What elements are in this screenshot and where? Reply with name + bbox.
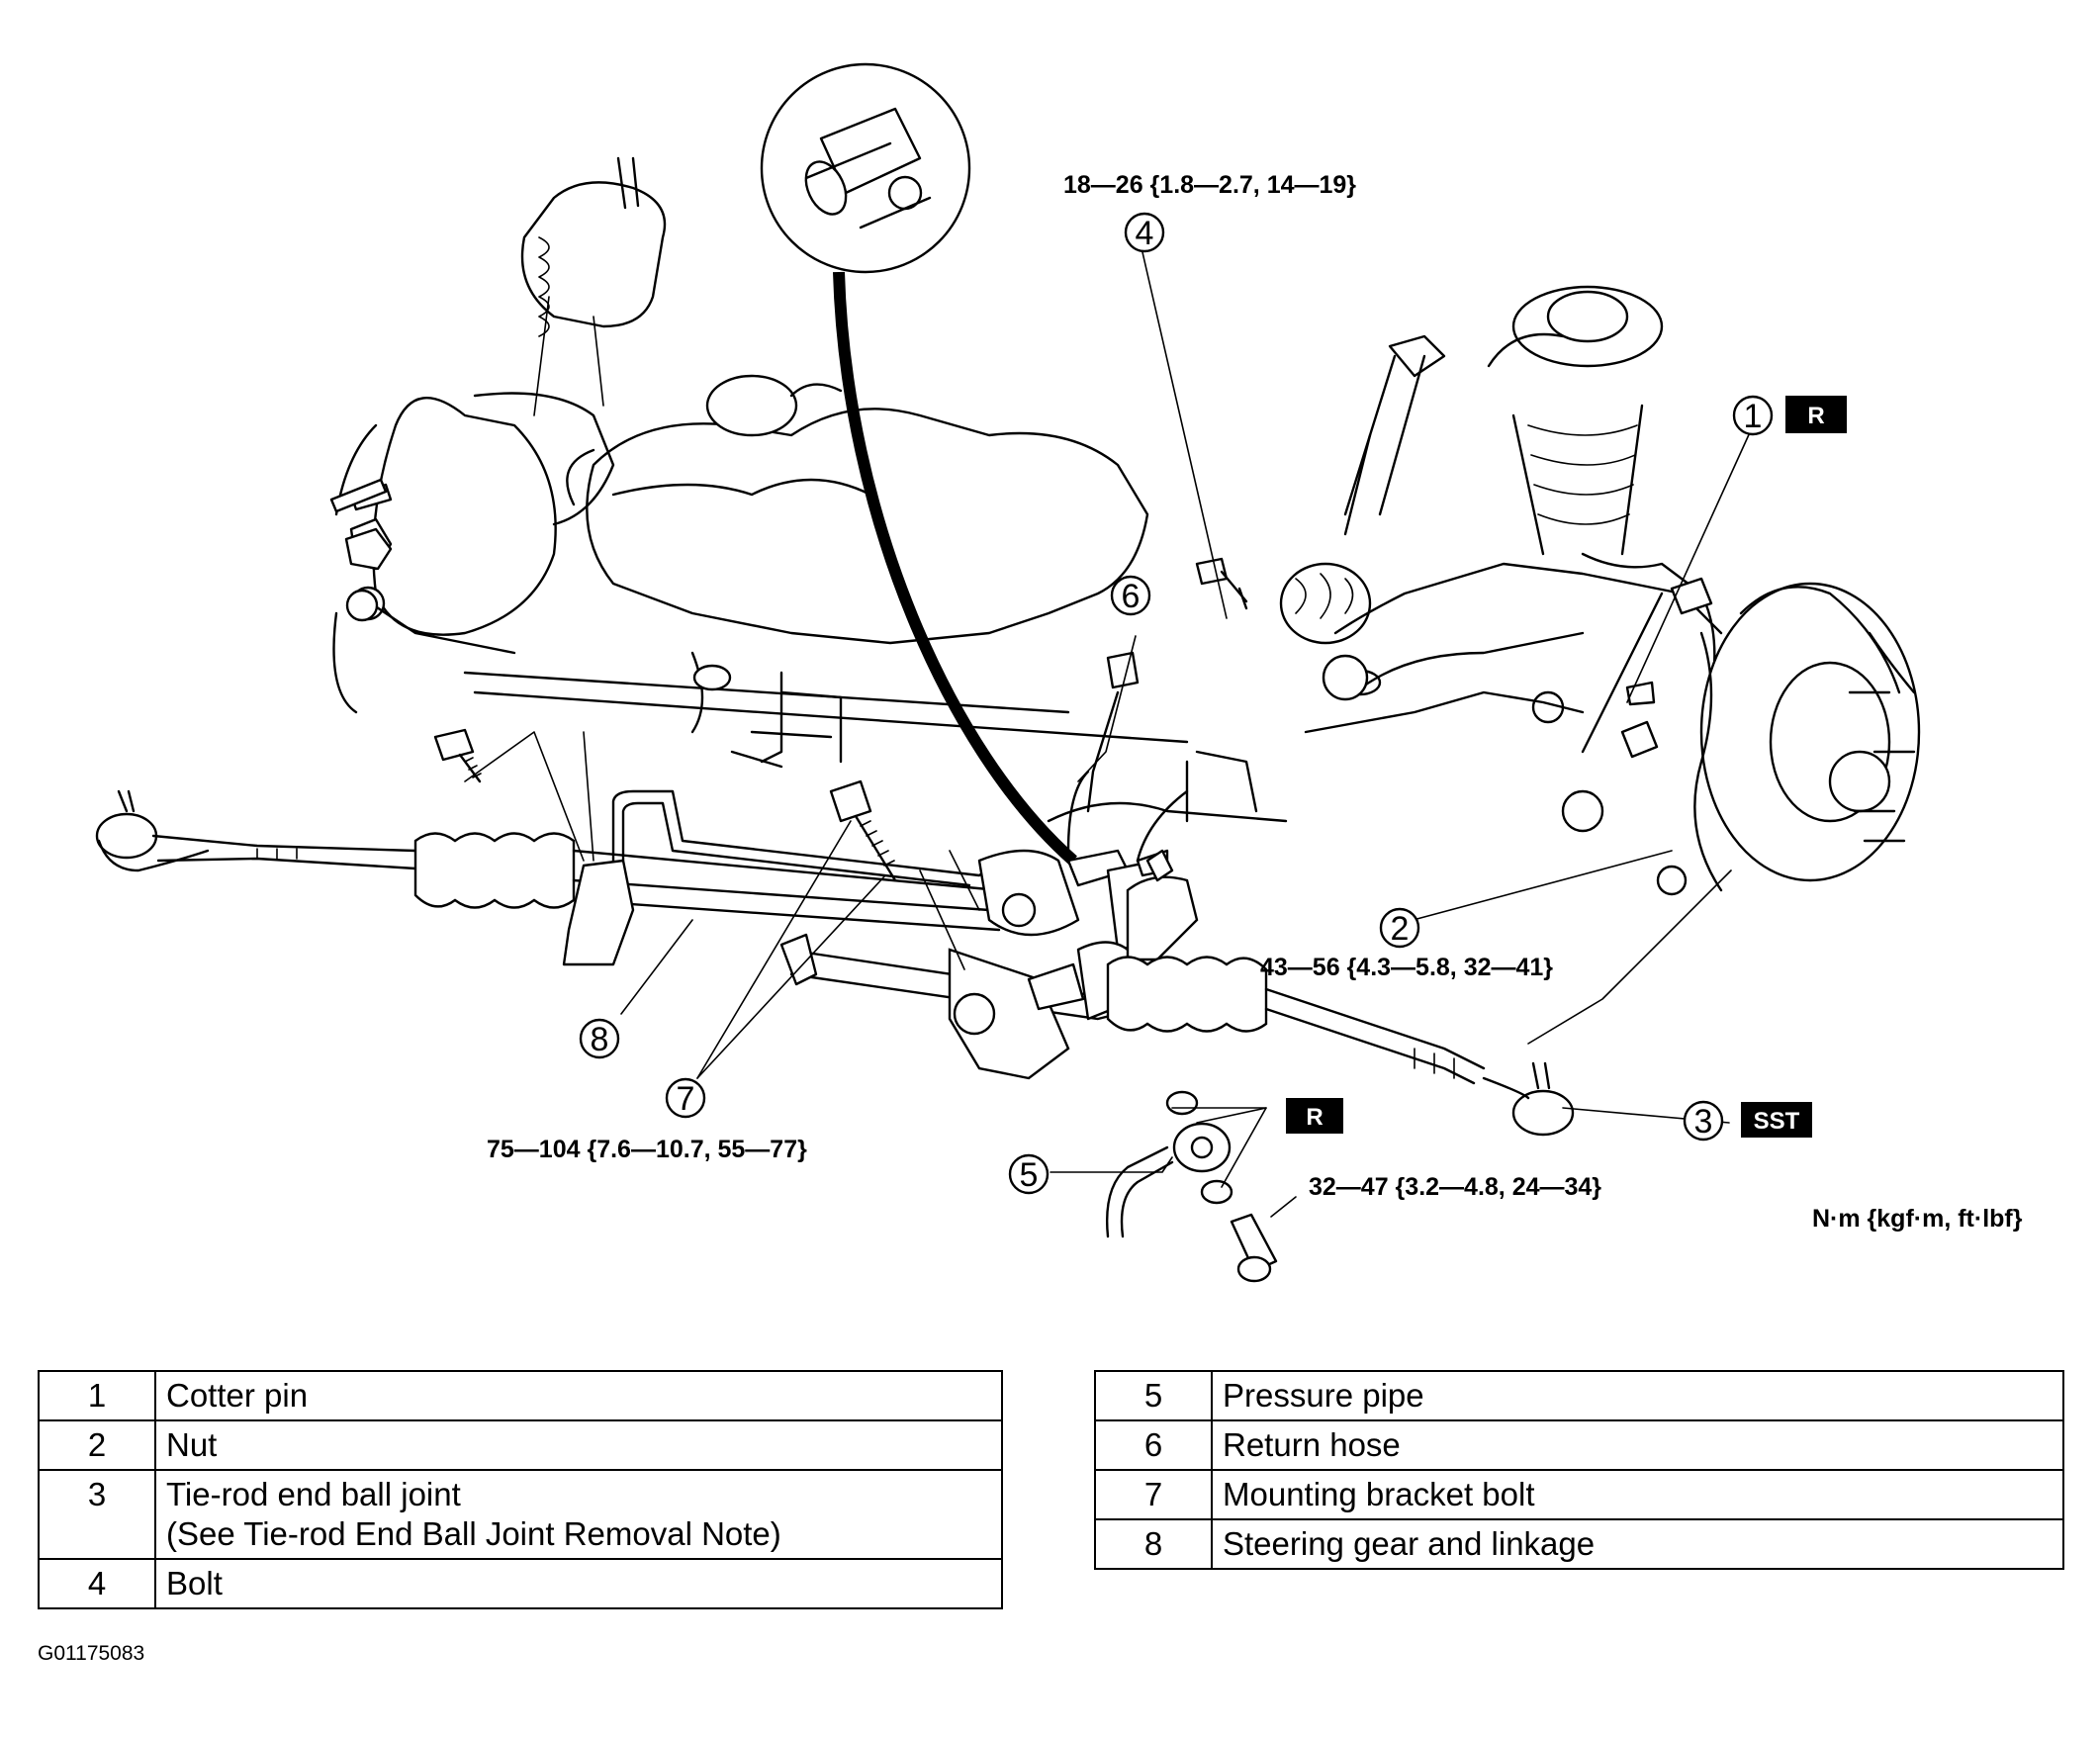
- callout-8: 8: [579, 1018, 620, 1059]
- legend-row: 3 Tie-rod end ball joint (See Tie-rod En…: [38, 1469, 1003, 1560]
- legend-row: 7 Mounting bracket bolt: [1094, 1469, 2064, 1520]
- legend-description-note: (See Tie-rod End Ball Joint Removal Note…: [166, 1515, 781, 1552]
- callout-7-label: 7: [677, 1080, 695, 1118]
- legend-description: Bolt: [154, 1558, 1003, 1609]
- legend-description: Cotter pin: [154, 1370, 1003, 1421]
- steering-gear-diagram: 18—26 {1.8—2.7, 14—19} 43—56 {4.3—5.8, 3…: [95, 62, 2023, 1283]
- legend-row: 5 Pressure pipe: [1094, 1370, 2064, 1421]
- legend-number: 8: [1094, 1518, 1213, 1570]
- callout-2-label: 2: [1391, 910, 1410, 948]
- callout-4: 4: [1124, 212, 1165, 253]
- callout-1-label: 1: [1744, 398, 1763, 435]
- legend-description: Pressure pipe: [1211, 1370, 2064, 1421]
- callout-3: 3: [1683, 1100, 1724, 1142]
- callout-8-label: 8: [591, 1021, 609, 1058]
- legend-number: 4: [38, 1558, 156, 1609]
- callout-2: 2: [1379, 907, 1420, 949]
- legend-description: Nut: [154, 1419, 1003, 1471]
- replace-tag-5-label: R: [1306, 1104, 1323, 1131]
- legend-table-left: 1 Cotter pin 2 Nut 3 Tie-rod end ball jo…: [38, 1370, 1003, 1609]
- callout-6-label: 6: [1122, 578, 1141, 615]
- detail-inset: [760, 62, 1077, 866]
- callout-3-label: 3: [1694, 1103, 1713, 1141]
- legend-description-line: Tie-rod end ball joint: [166, 1476, 461, 1512]
- legend-number: 7: [1094, 1469, 1213, 1520]
- steering-shaft: [1195, 334, 1446, 645]
- legend-row: 6 Return hose: [1094, 1419, 2064, 1471]
- callout-4-label: 4: [1136, 215, 1154, 252]
- leader-lines: [464, 251, 1752, 1218]
- torque-spec-bolt-4: 18—26 {1.8—2.7, 14—19}: [1063, 171, 1356, 199]
- legend-table-right: 5 Pressure pipe 6 Return hose 7 Mounting…: [1094, 1370, 2064, 1570]
- pressure-pipe: [1106, 1090, 1278, 1283]
- torque-units-note: N·m {kgf·m, ft·lbf}: [1812, 1205, 2023, 1233]
- callout-6: 6: [1110, 575, 1151, 616]
- legend-number: 2: [38, 1419, 156, 1471]
- right-strut-assembly: [1304, 285, 1921, 896]
- callout-7: 7: [665, 1077, 706, 1119]
- legend-row: 4 Bolt: [38, 1558, 1003, 1609]
- legend-description: Steering gear and linkage: [1211, 1518, 2064, 1570]
- legend-row: 8 Steering gear and linkage: [1094, 1518, 2064, 1570]
- replace-tag-1: R: [1785, 396, 1847, 433]
- left-strut-assembly: [332, 156, 667, 714]
- callout-5-label: 5: [1020, 1156, 1039, 1194]
- callout-5: 5: [1008, 1153, 1050, 1195]
- torque-spec-bracket-7: 75—104 {7.6—10.7, 55—77}: [487, 1136, 807, 1163]
- figure-id: G01175083: [38, 1642, 145, 1665]
- callout-1: 1: [1732, 395, 1774, 436]
- legend-row: 2 Nut: [38, 1419, 1003, 1471]
- replace-tag-1-label: R: [1807, 403, 1824, 429]
- legend-number: 3: [38, 1469, 156, 1560]
- legend-description: Mounting bracket bolt: [1211, 1469, 2064, 1520]
- special-tool-tag-3: SST: [1741, 1102, 1812, 1138]
- replace-tag-5: R: [1286, 1098, 1343, 1134]
- steering-gear-rack: [95, 651, 1575, 1137]
- left-knuckle-hardware: [329, 478, 393, 622]
- legend-number: 1: [38, 1370, 156, 1421]
- torque-spec-nut-2: 43—56 {4.3—5.8, 32—41}: [1260, 954, 1553, 981]
- legend-description: Tie-rod end ball joint (See Tie-rod End …: [154, 1469, 1003, 1560]
- special-tool-tag-3-label: SST: [1754, 1108, 1800, 1135]
- crossmember: [463, 374, 1382, 863]
- legend-description: Return hose: [1211, 1419, 2064, 1471]
- legend-row: 1 Cotter pin: [38, 1370, 1003, 1421]
- legend-number: 5: [1094, 1370, 1213, 1421]
- torque-spec-pipe-5: 32—47 {3.2—4.8, 24—34}: [1309, 1173, 1601, 1201]
- legend-number: 6: [1094, 1419, 1213, 1471]
